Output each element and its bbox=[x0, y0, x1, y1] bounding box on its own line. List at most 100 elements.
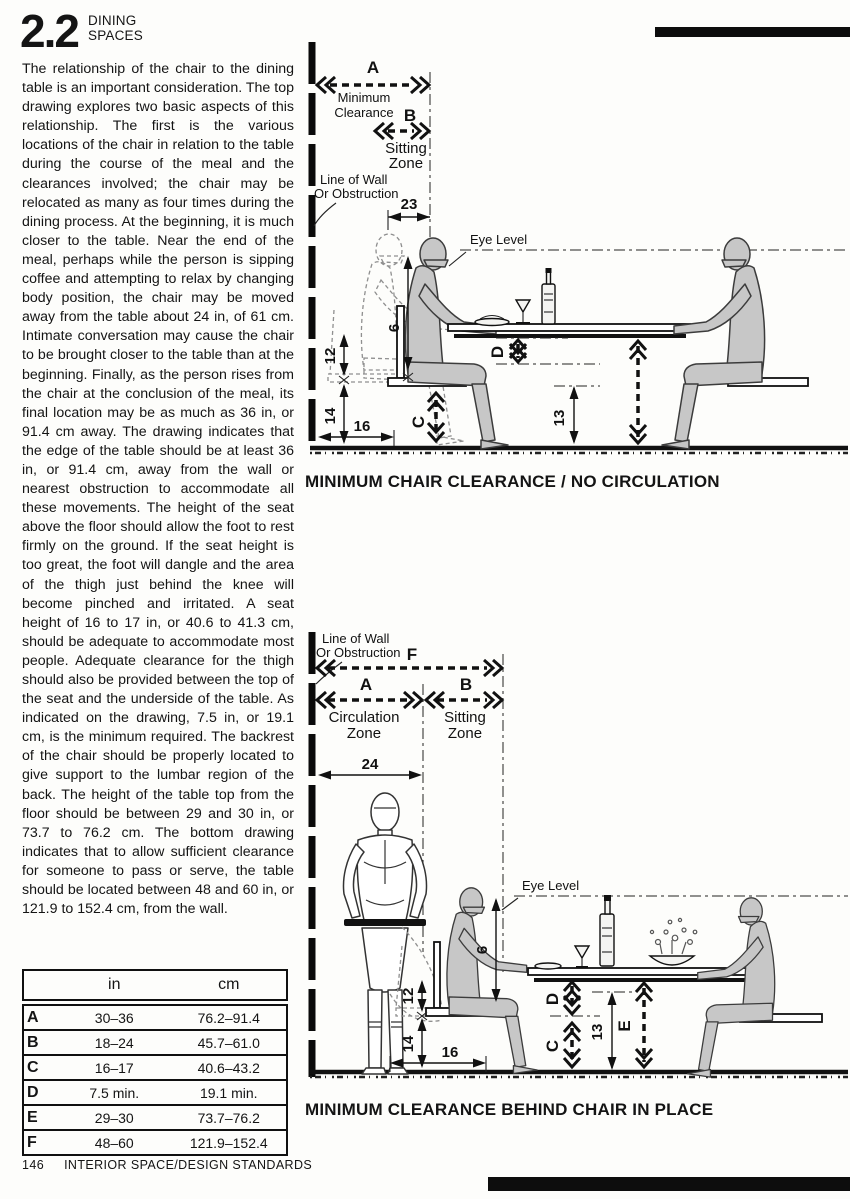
dim-c-label: C bbox=[409, 416, 428, 428]
dim-c-label: C bbox=[543, 1040, 562, 1052]
sitting-zone-label-2: Zone bbox=[389, 155, 423, 172]
dimension-a-minimum-clearance: A Minimum Clearance bbox=[315, 58, 431, 258]
row-cm: 73.7–76.2 bbox=[197, 1109, 260, 1126]
eye-level-annotation: Eye Level bbox=[501, 878, 848, 911]
dimension-16: 16 bbox=[318, 418, 395, 446]
row-key: B bbox=[27, 1033, 39, 1051]
dimension-a-circulation-zone: A Circulation Zone bbox=[315, 675, 424, 952]
row-key: A bbox=[27, 1008, 39, 1026]
row-in: 48–60 bbox=[94, 1134, 134, 1151]
section-title: DINING SPACES bbox=[88, 13, 143, 43]
wall-annotation: Line of Wall Or Obstruction bbox=[313, 172, 399, 227]
dim-12-label: 12 bbox=[322, 348, 339, 365]
dimension-23: 23 bbox=[387, 196, 430, 230]
dimension-f: F bbox=[315, 645, 504, 972]
row-in: 16–17 bbox=[94, 1059, 134, 1076]
dim-d-label: D bbox=[488, 346, 507, 358]
dining-table bbox=[447, 323, 691, 338]
dim-24-label: 24 bbox=[362, 756, 379, 773]
dimension-24: 24 bbox=[318, 756, 422, 780]
dim-a-label: A bbox=[360, 675, 372, 694]
sitting-zone-label-1: Sitting bbox=[385, 140, 427, 157]
dim-14-label: 14 bbox=[400, 1035, 417, 1052]
dimension-6: 6 bbox=[386, 256, 414, 382]
row-in: 29–30 bbox=[94, 1109, 134, 1126]
wine-glass bbox=[514, 299, 532, 324]
sitting-zone-label-1: Sitting bbox=[444, 709, 486, 726]
table-row: F 48–60 121.9–152.4 bbox=[24, 1129, 286, 1154]
dimension-12: 12 bbox=[322, 334, 350, 385]
dimension-12: 12 bbox=[400, 980, 428, 1021]
dim-16-label: 16 bbox=[442, 1044, 459, 1061]
dim-6-label: 6 bbox=[474, 946, 491, 954]
dim-d-label: D bbox=[543, 993, 562, 1005]
row-cm: 45.7–61.0 bbox=[197, 1034, 260, 1051]
flower-bowl bbox=[648, 917, 698, 966]
minimum-clearance-label-1: Minimum bbox=[338, 90, 391, 105]
dim-b-label: B bbox=[460, 675, 472, 694]
header-cm: cm bbox=[218, 976, 240, 993]
dimension-d: D bbox=[543, 980, 600, 1017]
row-in: 7.5 min. bbox=[89, 1084, 140, 1101]
clearance-table-header: in cm bbox=[22, 969, 288, 1001]
row-in: 30–36 bbox=[94, 1009, 134, 1026]
table-row: B 18–24 45.7–61.0 bbox=[24, 1029, 286, 1054]
table-row: C 16–17 40.6–43.2 bbox=[24, 1054, 286, 1079]
standing-server-figure bbox=[342, 792, 428, 1075]
dim-14-label: 14 bbox=[322, 407, 339, 424]
row-key: C bbox=[27, 1058, 39, 1076]
table-row: D 7.5 min. 19.1 min. bbox=[24, 1079, 286, 1104]
wine-glass bbox=[573, 945, 591, 968]
clearance-table: in cm A 30–36 76.2–91.4 B 18–24 45.7–61.… bbox=[22, 969, 288, 1156]
row-cm: 121.9–152.4 bbox=[189, 1134, 268, 1151]
table-row: E 29–30 73.7–76.2 bbox=[24, 1104, 286, 1129]
scan-artifact-bar-bottom bbox=[488, 1177, 850, 1191]
caption-bottom-drawing: MINIMUM CLEARANCE BEHIND CHAIR IN PLACE bbox=[305, 1100, 714, 1119]
dim-13-label: 13 bbox=[551, 410, 568, 427]
eye-level-annotation: Eye Level bbox=[448, 232, 848, 267]
row-key: E bbox=[27, 1108, 38, 1126]
dim-e-label: E bbox=[615, 1020, 634, 1031]
header-in: in bbox=[108, 976, 121, 993]
drawing-minimum-chair-clearance: A Minimum Clearance B Sitting Zone Line … bbox=[308, 42, 848, 455]
wall-label-1: Line of Wall bbox=[320, 172, 388, 187]
dimension-6: 6 bbox=[474, 898, 501, 1002]
wall-label-2: Or Obstruction bbox=[316, 645, 401, 660]
row-cm: 19.1 min. bbox=[199, 1084, 258, 1101]
dim-f-label: F bbox=[407, 645, 417, 664]
plate bbox=[534, 962, 562, 970]
dimension-c: C bbox=[409, 391, 446, 443]
serving-tray bbox=[344, 919, 426, 926]
caption-top-drawing: MINIMUM CHAIR CLEARANCE / NO CIRCULATION bbox=[305, 472, 720, 491]
minimum-clearance-label-2: Clearance bbox=[334, 105, 393, 120]
dimension-13: 13 bbox=[551, 385, 600, 444]
scan-artifact-bar-top bbox=[655, 27, 850, 37]
dimension-14: 14 bbox=[322, 384, 349, 444]
row-key: F bbox=[27, 1133, 37, 1151]
dim-13-label: 13 bbox=[589, 1024, 606, 1041]
table-row: A 30–36 76.2–91.4 bbox=[24, 1006, 286, 1029]
wall-label-2: Or Obstruction bbox=[314, 186, 399, 201]
section-number: 2.2 bbox=[20, 5, 80, 57]
dimension-16: 16 bbox=[389, 1044, 487, 1072]
plate bbox=[474, 314, 510, 327]
row-in: 18–24 bbox=[94, 1034, 134, 1051]
circulation-zone-label-1: Circulation bbox=[329, 709, 400, 726]
row-cm: 40.6–43.2 bbox=[197, 1059, 260, 1076]
dim-12-label: 12 bbox=[400, 988, 417, 1005]
eye-level-label: Eye Level bbox=[470, 232, 527, 247]
drawing-minimum-clearance-behind-chair: Line of Wall Or Obstruction F A Circulat… bbox=[308, 631, 848, 1079]
wine-bottle bbox=[599, 895, 615, 967]
dimension-c: C bbox=[543, 1021, 582, 1069]
circulation-zone-label-2: Zone bbox=[347, 725, 381, 742]
sitting-zone-label-2: Zone bbox=[448, 725, 482, 742]
seated-companion-figure bbox=[686, 897, 776, 1078]
table-height-arrow bbox=[628, 339, 648, 445]
wine-bottle bbox=[541, 268, 556, 325]
dimension-b-sitting-zone: B Sitting Zone bbox=[424, 675, 504, 742]
row-cm: 76.2–91.4 bbox=[197, 1009, 260, 1026]
dimension-14: 14 bbox=[400, 1018, 427, 1068]
dimension-b-sitting-zone: B Sitting Zone bbox=[373, 106, 431, 172]
